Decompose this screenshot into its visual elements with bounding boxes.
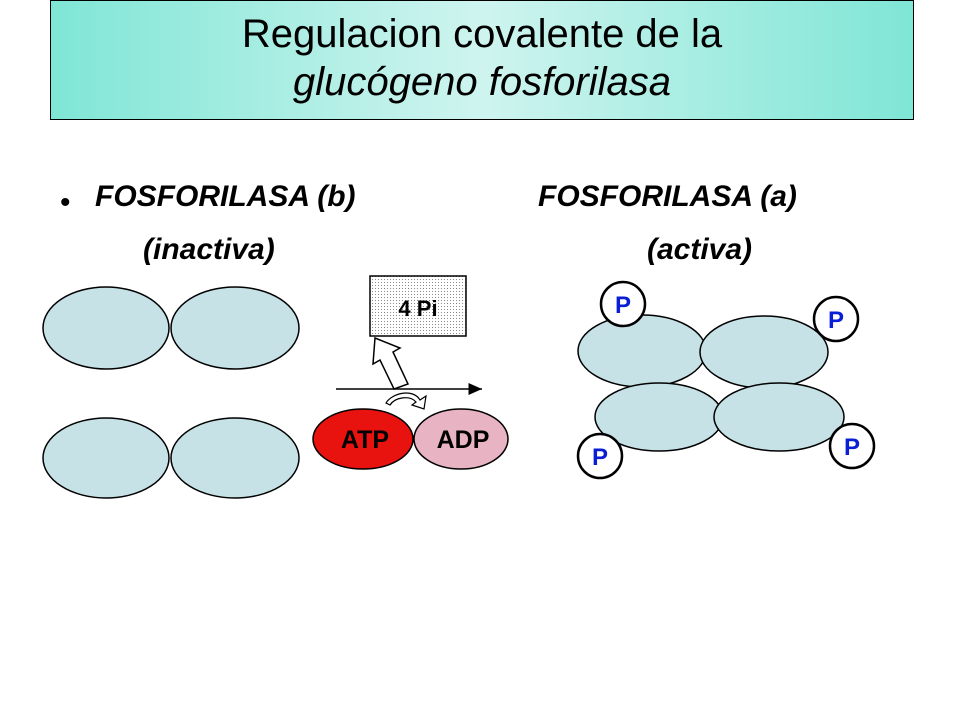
phospho-group-4: P — [828, 422, 876, 470]
phospho-label: P — [844, 434, 860, 461]
atp-oval — [312, 408, 414, 470]
left-enzyme-state: (inactiva) — [143, 233, 275, 266]
phosphorylase-a-tetramer — [577, 314, 845, 452]
subunit-a-4 — [713, 382, 845, 452]
curved-arrow — [385, 392, 427, 410]
phosphate-box — [369, 275, 467, 337]
atp-label: ATP — [341, 426, 389, 454]
adp-label: ADP — [437, 426, 490, 454]
title-line-1: Regulacion covalente de la — [241, 12, 723, 56]
phospho-label: P — [828, 307, 844, 334]
adp-oval — [413, 408, 509, 470]
phosphate-label: 4 Pi — [398, 296, 437, 321]
bullet-marker: • — [60, 186, 71, 219]
subunit-b-1 — [42, 286, 170, 370]
subunit-a-2 — [699, 315, 829, 389]
phospho-label: P — [592, 444, 608, 471]
subunit-b-2 — [170, 286, 300, 370]
phospho-group-3: P — [576, 432, 624, 480]
phospho-label: P — [615, 292, 631, 319]
left-enzyme-name: FOSFORILASA (b) — [95, 180, 356, 213]
subunit-b-4 — [170, 417, 300, 499]
title-line-2: glucógeno fosforilasa — [292, 60, 672, 104]
phosphorylase-b-tetramer — [42, 286, 300, 499]
phospho-group-1: P — [599, 280, 647, 328]
phosphate-transfer-arrow — [372, 336, 410, 390]
subunit-a-1 — [577, 314, 707, 388]
right-enzyme-state: (activa) — [647, 233, 753, 266]
subunit-b-3 — [42, 417, 170, 499]
right-enzyme-name: FOSFORILASA (a) — [538, 180, 797, 213]
phospho-group-2: P — [812, 295, 860, 343]
slide-title: Regulacion covalente de la glucógeno fos… — [50, 0, 914, 120]
